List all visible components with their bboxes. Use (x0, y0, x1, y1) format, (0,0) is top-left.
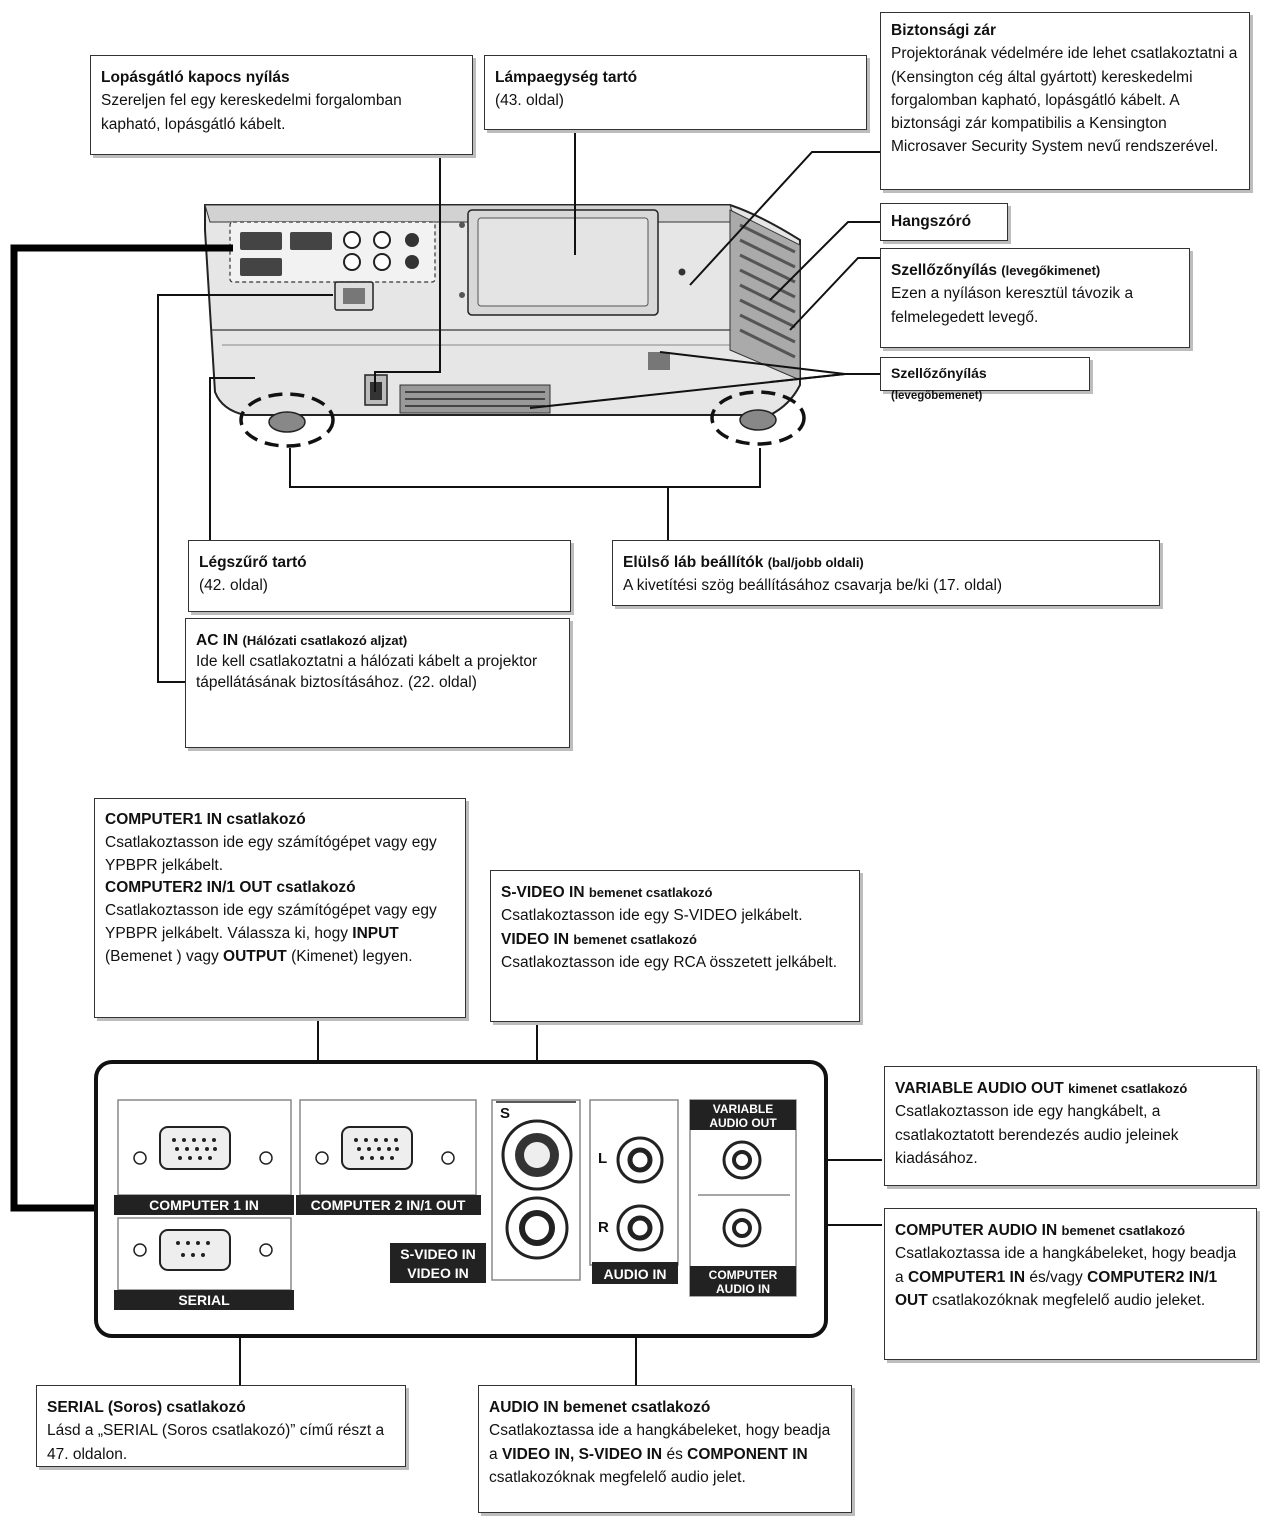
callout-air-filter-holder: Légszűrő tartó (42. oldal) (188, 540, 571, 612)
callout-svideo-video-in: S-VIDEO IN bemenet csatlakozó Csatlakozt… (490, 870, 860, 1022)
panel-label-audio-out: AUDIO OUT (709, 1116, 777, 1130)
callout-security-lock: Biztonsági zár Projektorának védelmére i… (880, 12, 1250, 190)
panel-label-svideo: S-VIDEO IN (400, 1246, 475, 1262)
callout-description-computer1: Csatlakoztasson ide egy számítógépet vag… (105, 833, 437, 874)
callout-title: Elülső láb beállítók (623, 554, 764, 571)
callout-description: (42. oldal) (199, 577, 268, 595)
callout-description-svideo: Csatlakoztasson ide egy S-VIDEO jelkábel… (501, 907, 803, 925)
callout-front-feet: Elülső láb beállítók (bal/jobb oldali) A… (612, 540, 1160, 606)
panel-label-computer1: COMPUTER 1 IN (149, 1197, 259, 1213)
panel-label-serial: SERIAL (178, 1292, 230, 1308)
panel-letter-r: R (598, 1219, 609, 1236)
callout-description: Projektorának védelmére ide lehet csatla… (891, 45, 1238, 156)
panel-letter-l: L (598, 1150, 607, 1167)
callout-title-computer2: COMPUTER2 IN/1 OUT csatlakozó (105, 879, 356, 897)
panel-jack-letters: S L R (500, 1105, 609, 1236)
callout-lamp-unit-holder: Lámpaegység tartó (43. oldal) (484, 55, 867, 130)
callout-anti-theft-slot: Lopásgátló kapocs nyílás Szereljen fel e… (90, 55, 473, 155)
callout-air-outlet: Szellőzőnyílás (levegőkimenet) Ezen a ny… (880, 248, 1190, 348)
callout-title: COMPUTER AUDIO IN (895, 1222, 1058, 1239)
callout-title: Szellőzőnyílás (891, 365, 987, 381)
rear-panel (94, 1060, 828, 1338)
callout-title-video: VIDEO IN (501, 930, 570, 948)
callout-title-small: (levegőkimenet) (1001, 263, 1101, 278)
callout-air-inlet: Szellőzőnyílás (levegőbemenet) (880, 357, 1090, 402)
callout-description: Ide kell csatlakoztatni a hálózati kábel… (196, 653, 538, 692)
callout-title-svideo: S-VIDEO IN (501, 884, 585, 901)
callout-variable-audio-out: VARIABLE AUDIO OUT kimenet csatlakozó Cs… (884, 1066, 1257, 1186)
callout-title: VARIABLE AUDIO OUT (895, 1080, 1064, 1097)
panel-label-computer: COMPUTER (709, 1268, 778, 1282)
panel-label-computer2: COMPUTER 2 IN/1 OUT (311, 1197, 466, 1213)
callout-speaker: Hangszóró (880, 203, 1008, 241)
callout-description-computer2: Csatlakoztasson ide egy számítógépet vag… (105, 902, 437, 965)
panel-label-video: VIDEO IN (407, 1265, 468, 1281)
callout-title: AC IN (196, 632, 239, 649)
panel-connector-line (10, 244, 233, 1212)
callout-title: Biztonsági zár (891, 22, 997, 39)
callout-title: Lopásgátló kapocs nyílás (101, 69, 290, 86)
callout-description: (43. oldal) (495, 92, 564, 110)
callout-description: Csatlakoztasson ide egy hangkábelt, a cs… (895, 1103, 1179, 1167)
callout-description: Csatlakoztassa ide a hangkábeleket, hogy… (489, 1422, 831, 1486)
callout-title-small: (bal/jobb oldali) (767, 555, 864, 570)
callout-ac-in: AC IN (Hálózati csatlakozó aljzat) Ide k… (185, 618, 570, 748)
callout-title: AUDIO IN bemenet csatlakozó (489, 1399, 711, 1416)
output-keyword: OUTPUT (223, 947, 287, 965)
callout-title: SERIAL (Soros) csatlakozó (47, 1399, 246, 1416)
panel-label-computer-audio-in: AUDIO IN (716, 1282, 770, 1296)
callout-audio-in: AUDIO IN bemenet csatlakozó Csatlakoztas… (478, 1385, 852, 1513)
callout-title: Szellőzőnyílás (891, 262, 997, 279)
callout-title: Légszűrő tartó (199, 554, 307, 571)
panel-label-variable: VARIABLE (713, 1102, 773, 1116)
panel-label-audio-in: AUDIO IN (604, 1266, 667, 1282)
callout-title: Hangszóró (891, 213, 972, 230)
callout-description: Szereljen fel egy kereskedelmi forgalomb… (101, 92, 402, 133)
callout-description: Ezen a nyíláson keresztül távozik a felm… (891, 285, 1134, 326)
callout-title: Lámpaegység tartó (495, 69, 638, 86)
callout-computer-audio-in: COMPUTER AUDIO IN bemenet csatlakozó Csa… (884, 1208, 1257, 1360)
callout-title-computer1: COMPUTER1 IN csatlakozó (105, 811, 306, 828)
panel-letter-s: S (500, 1105, 510, 1122)
callout-computer-inputs: COMPUTER1 IN csatlakozó Csatlakoztasson … (94, 798, 466, 1018)
callout-title-small: (levegőbemenet) (891, 390, 983, 402)
callout-title-small: (Hálózati csatlakozó aljzat) (242, 633, 408, 648)
callout-description: Lásd a „SERIAL (Soros csatlakozó)” című … (47, 1422, 385, 1463)
input-keyword: INPUT (352, 924, 399, 942)
callout-description-video: Csatlakoztasson ide egy RCA összetett je… (501, 953, 838, 971)
callout-description: Csatlakoztassa ide a hangkábeleket, hogy… (895, 1245, 1237, 1309)
callout-description: A kivetítési szög beállításához csavarja… (623, 577, 1003, 595)
panel-labels: COMPUTER 1 IN COMPUTER 2 IN/1 OUT SERIAL… (149, 1102, 778, 1308)
callout-serial: SERIAL (Soros) csatlakozó Lásd a „SERIAL… (36, 1385, 406, 1467)
projector-illustration (204, 204, 806, 448)
